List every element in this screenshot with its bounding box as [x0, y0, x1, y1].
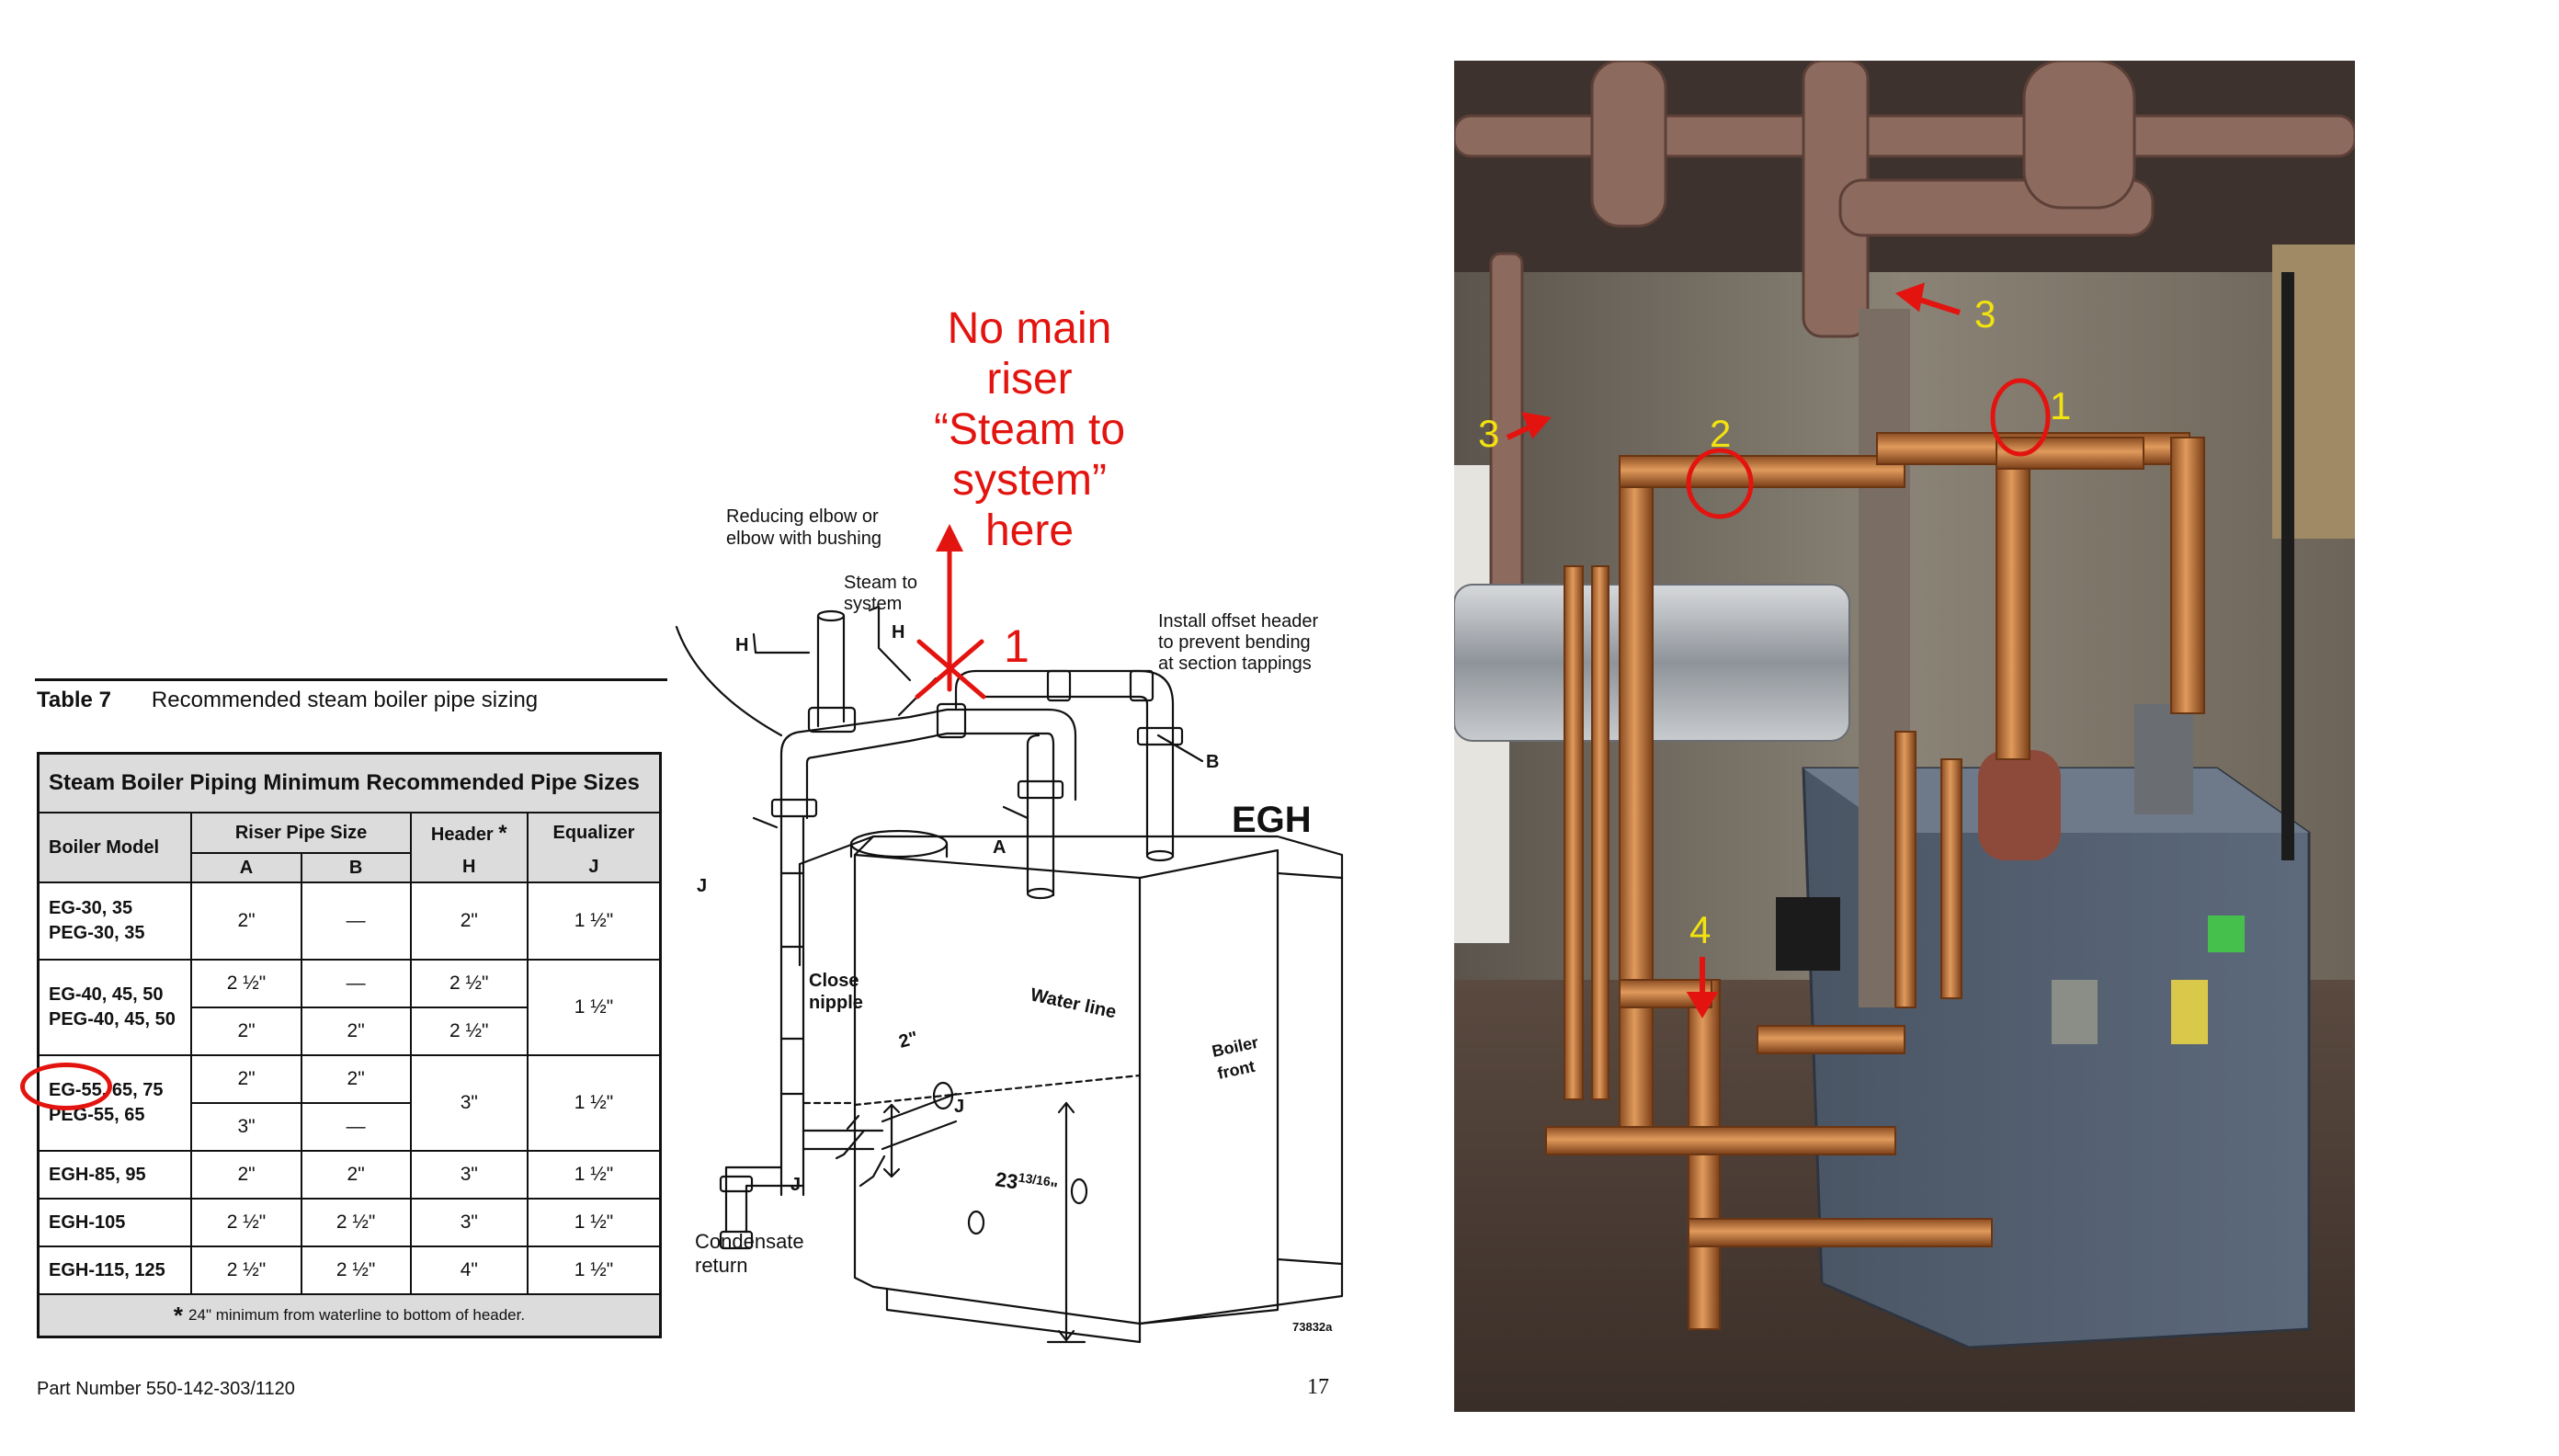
table-row: EG-30, 35 PEG-30, 35 2" — 2" 1 ½" [37, 882, 662, 961]
photo-callout-3a: 3 [1974, 292, 1996, 336]
cell-b: — [300, 959, 412, 1008]
header-col-a: A [190, 852, 302, 883]
label-reducing-elbow-2: elbow with bushing [726, 529, 881, 549]
cell-model: EGH-85, 95 [37, 1150, 193, 1200]
label-h-left: H [735, 635, 748, 655]
cell-a: 2" [190, 1054, 302, 1104]
table-title: Steam Boiler Piping Minimum Recommended … [37, 752, 662, 813]
red-marker-1: 1 [1004, 620, 1029, 672]
cell-h: 3" [409, 1054, 529, 1152]
cell-a: 2 ½" [190, 1198, 302, 1247]
table-row: EGH-115, 125 2 ½" 2 ½" 4" 1 ½" [37, 1246, 662, 1295]
photo-callout-1: 1 [2050, 384, 2071, 427]
label-steam-1: Steam to [844, 573, 917, 593]
photo-callout-4: 4 [1689, 908, 1711, 951]
table-label: Table 7 [37, 688, 111, 712]
cell-h: 3" [409, 1150, 529, 1200]
cell-a: 2 ½" [190, 1246, 302, 1295]
cell-b: 2" [300, 1150, 412, 1200]
red-annotation-no-main-riser: No main riser “Steam to system” here [933, 304, 1126, 555]
label-model-egh: EGH [1232, 800, 1312, 840]
red-highlight-oval [20, 1063, 112, 1110]
table-row: EG-55, 65, 75 PEG-55, 65 2" 2" 3" 1 ½" [37, 1054, 662, 1152]
boiler-room-photo: 1 2 3 3 4 [1454, 61, 2355, 1412]
cell-a: 2" [190, 1150, 302, 1200]
cell-j: 1 ½" [526, 1246, 662, 1295]
label-condensate-2: return [695, 1254, 747, 1277]
part-number: Part Number 550-142-303/1120 [37, 1379, 295, 1399]
label-height: 2313/16" [994, 1166, 1059, 1199]
cell-b: — [300, 882, 412, 961]
cell-a: 2" [190, 1007, 302, 1056]
table-footnote-row: *24" minimum from waterline to bottom of… [37, 1293, 662, 1338]
cell-b: — [300, 1102, 412, 1152]
cell-a: 2 ½" [190, 959, 302, 1008]
cell-h: 3" [409, 1198, 529, 1247]
cell-j: 1 ½" [526, 1054, 662, 1152]
table-row: EGH-85, 95 2" 2" 3" 1 ½" [37, 1150, 662, 1200]
header-header: Header * [409, 812, 529, 853]
label-h-top: H [892, 622, 904, 643]
boiler-piping-diagram: Reducing elbow or elbow with bushing Ste… [675, 506, 1344, 1344]
label-reducing-elbow-1: Reducing elbow or [726, 506, 879, 527]
table-footnote: *24" minimum from waterline to bottom of… [37, 1293, 662, 1338]
cell-model: EGH-115, 125 [37, 1246, 193, 1295]
label-a: A [993, 837, 1006, 858]
cell-a: 2" [190, 882, 302, 961]
label-two-inch: 2" [897, 1028, 921, 1052]
table-row: 3" — [39, 1102, 661, 1152]
label-j-mid: J [954, 1097, 964, 1117]
cell-j: 1 ½" [526, 1150, 662, 1200]
cell-j: 1 ½" [526, 1198, 662, 1247]
label-offset-3: at section tappings [1158, 654, 1312, 674]
cell-h: 4" [409, 1246, 529, 1295]
label-figure-number: 73832a [1292, 1320, 1333, 1334]
label-j-left: J [697, 876, 707, 896]
header-col-b: B [300, 852, 412, 883]
table-caption: Table 7 Recommended steam boiler pipe siz… [37, 688, 538, 713]
cell-j: 1 ½" [526, 882, 662, 961]
cell-b: 2" [300, 1054, 412, 1104]
cell-model: EG-40, 45, 50 PEG-40, 45, 50 [37, 959, 193, 1056]
cell-h: 2 ½" [409, 959, 529, 1008]
header-col-h: H [409, 853, 529, 883]
label-offset-1: Install offset header [1158, 611, 1319, 631]
header-star: * [498, 820, 507, 846]
cell-h: 2 ½" [409, 1007, 529, 1056]
photo-callout-3b: 3 [1478, 412, 1499, 455]
cell-a: 3" [190, 1102, 302, 1152]
cell-h: 2" [409, 882, 529, 961]
cell-b: 2" [300, 1007, 412, 1056]
cell-model: EG-30, 35 PEG-30, 35 [37, 882, 193, 961]
page-number: 17 [1307, 1375, 1329, 1399]
label-boiler-front-2: front [1216, 1057, 1257, 1083]
label-close-nipple-1: Close [809, 971, 859, 991]
label-water-line: Water line [1029, 984, 1118, 1022]
table-row: EG-40, 45, 50 PEG-40, 45, 50 2 ½" — 2 ½"… [37, 959, 662, 1056]
table-row: 2" 2" 2 ½" [39, 1007, 661, 1056]
cell-model: EGH-105 [37, 1198, 193, 1247]
photo-callout-2: 2 [1710, 412, 1731, 455]
pipe-sizing-table: Steam Boiler Piping Minimum Recommended … [37, 752, 662, 1338]
label-j-bottom: J [790, 1175, 801, 1195]
header-riser-pipe-size: Riser Pipe Size [190, 812, 412, 854]
cell-b: 2 ½" [300, 1246, 412, 1295]
label-steam-2: system [844, 594, 902, 614]
header-equalizer: Equalizer [526, 812, 662, 853]
header-col-j: J [526, 853, 662, 883]
cell-b: 2 ½" [300, 1198, 412, 1247]
label-close-nipple-2: nipple [809, 993, 863, 1013]
table-row: EGH-105 2 ½" 2 ½" 3" 1 ½" [37, 1198, 662, 1247]
table-caption-text: Recommended steam boiler pipe sizing [151, 688, 539, 712]
table-top-rule [35, 678, 667, 681]
label-condensate-1: Condensate [695, 1230, 804, 1253]
label-offset-2: to prevent bending [1158, 632, 1311, 653]
header-boiler-model: Boiler Model [37, 812, 193, 883]
cell-j: 1 ½" [526, 959, 662, 1056]
label-b: B [1206, 752, 1219, 772]
